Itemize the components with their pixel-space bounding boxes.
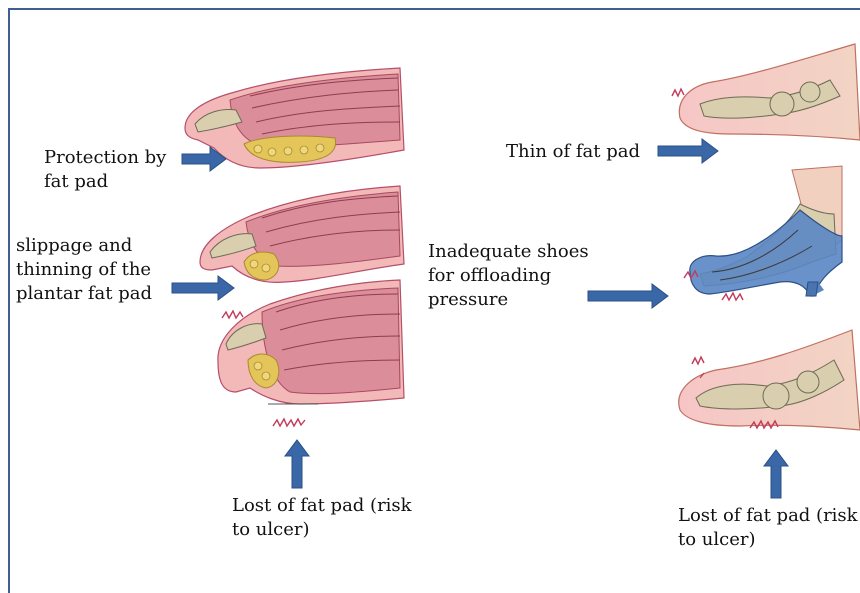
- toe-cross-section-lost-pad: [218, 280, 404, 404]
- arrow-icon: [172, 276, 234, 300]
- label-protection: Protection by fat pad: [44, 146, 166, 194]
- label-slippage: slippage and thinning of the plantar fat…: [16, 234, 152, 306]
- label-line: to ulcer): [232, 518, 412, 542]
- label-line: Protection by: [44, 146, 166, 170]
- label-line: fat pad: [44, 170, 166, 194]
- label-lost-fat-pad-right: Lost of fat pad (risk to ulcer): [678, 504, 858, 552]
- foot-in-inadequate-shoe: [690, 166, 842, 296]
- arrow-icon: [658, 139, 718, 163]
- label-line: slippage and: [16, 234, 152, 258]
- foot-thin-fat-pad: [679, 44, 860, 140]
- label-lost-fat-pad-left: Lost of fat pad (risk to ulcer): [232, 494, 412, 542]
- label-line: for offloading: [428, 264, 589, 288]
- label-line: Lost of fat pad (risk: [678, 504, 858, 528]
- label-line: plantar fat pad: [16, 282, 152, 306]
- arrow-icon: [588, 284, 668, 308]
- label-line: Thin of fat pad: [506, 140, 640, 164]
- label-line: Inadequate shoes: [428, 240, 589, 264]
- label-line: thinning of the: [16, 258, 152, 282]
- arrow-icon: [285, 440, 309, 488]
- foot-lost-fat-pad: [679, 330, 860, 430]
- label-inadequate-shoes: Inadequate shoes for offloading pressure: [428, 240, 589, 312]
- arrow-icon: [764, 450, 788, 498]
- label-line: Lost of fat pad (risk: [232, 494, 412, 518]
- toe-cross-section-slippage: [200, 186, 404, 282]
- label-line: to ulcer): [678, 528, 858, 552]
- label-line: pressure: [428, 288, 589, 312]
- label-thin-fat-pad: Thin of fat pad: [506, 140, 640, 164]
